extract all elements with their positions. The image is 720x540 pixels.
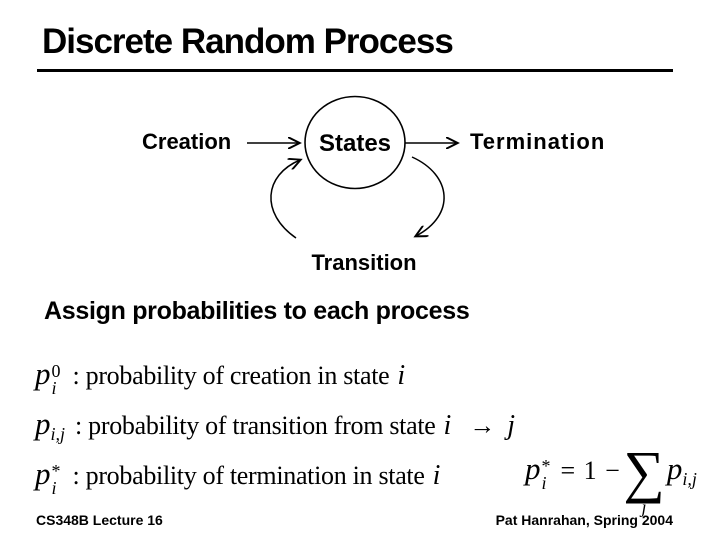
math-line-termination: p*i : probability of termination in state… [35, 452, 440, 498]
transition-loop-left-arc [270, 160, 300, 239]
equals-one-minus: = 1 − [560, 456, 621, 485]
math-supsub: *i [51, 461, 61, 498]
math-symbol-p: p [35, 456, 51, 491]
math-symbol-p: p [666, 451, 683, 486]
creation-label: Creation [142, 129, 232, 154]
transition-loop-right-arc [411, 156, 445, 236]
right-arrow-icon: → [469, 411, 496, 440]
section-heading: Assign probabilities to each process [44, 297, 470, 325]
math-var-i: i [397, 360, 406, 391]
page-title: Discrete Random Process [42, 22, 454, 61]
math-description: : probability of transition from state [75, 411, 436, 440]
state-diagram [247, 95, 720, 239]
math-var-i: i [432, 460, 441, 491]
math-line-transition: pi,j : probability of transition from sta… [35, 402, 515, 448]
sigma-index-j: j [641, 497, 647, 517]
math-subscript: i,j [50, 424, 66, 445]
sigma-icon: ∑ [623, 439, 665, 504]
math-description: : probability of termination in state [72, 461, 425, 490]
termination-formula: p*i= 1 −pi,j ∑ j [525, 442, 720, 522]
math-symbol-p: p [35, 406, 51, 441]
states-label: States [318, 130, 392, 157]
transition-label: Transition [311, 250, 417, 275]
math-symbol-p: p [525, 451, 541, 486]
math-description: : probability of creation in state [72, 361, 390, 390]
math-supsub: *i [541, 456, 551, 493]
math-var-i: i [443, 410, 452, 441]
footer-course: CS348B Lecture 16 [36, 512, 163, 528]
math-var-j: j [507, 410, 516, 441]
footer-author: Pat Hanrahan, Spring 2004 [495, 512, 673, 528]
termination-label: Termination [470, 129, 606, 154]
title-underline [37, 69, 673, 72]
math-symbol-p: p [35, 356, 51, 391]
math-subscript: i,j [682, 469, 697, 490]
summation: ∑ j [621, 439, 667, 517]
